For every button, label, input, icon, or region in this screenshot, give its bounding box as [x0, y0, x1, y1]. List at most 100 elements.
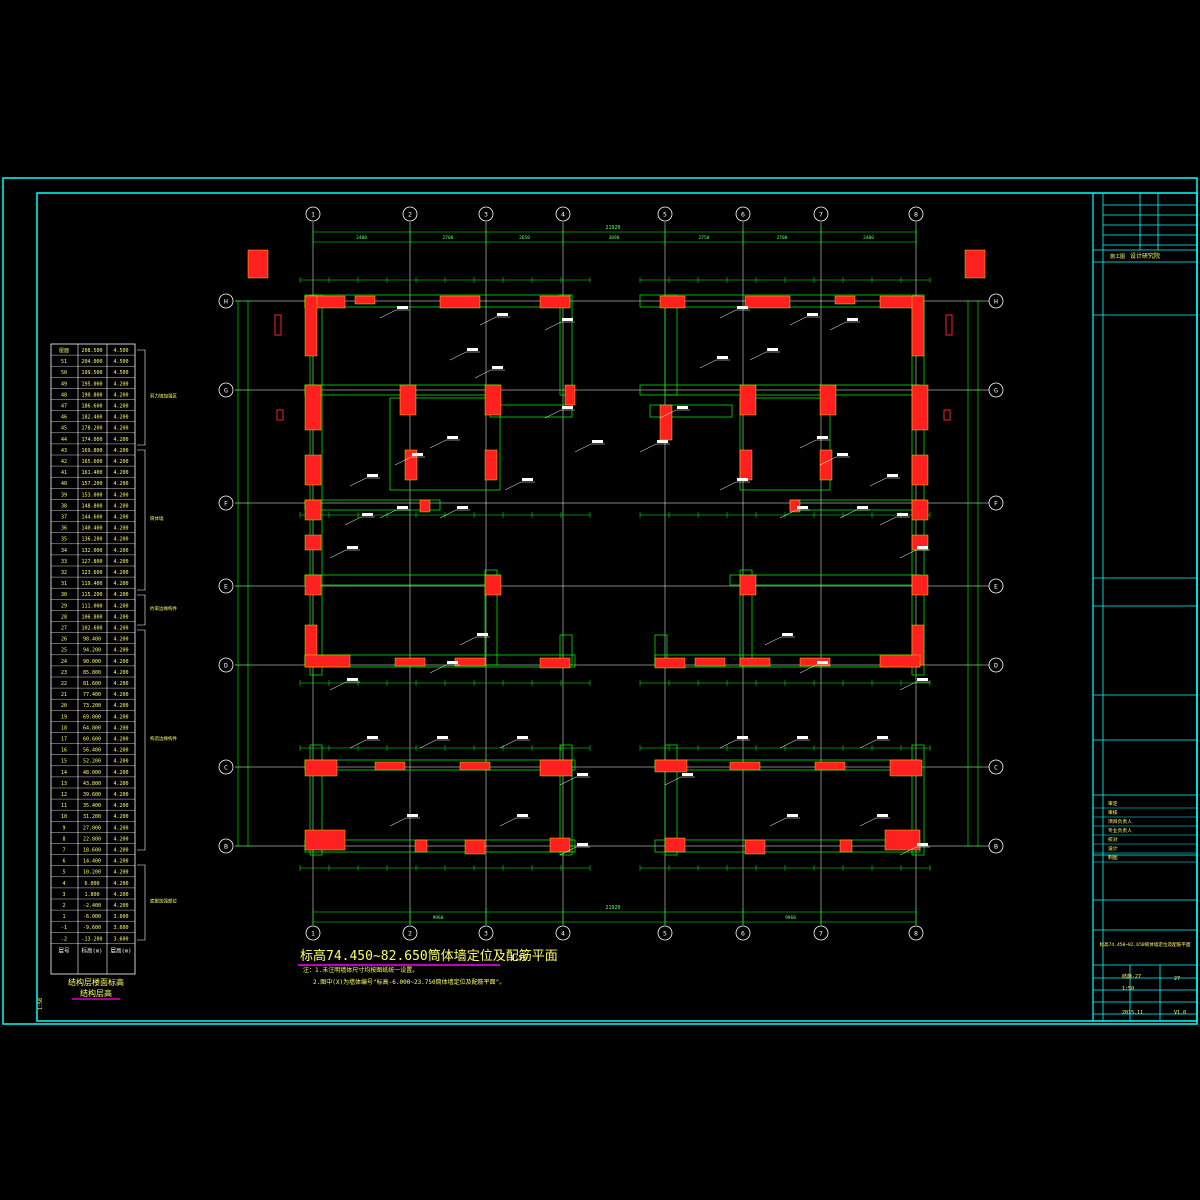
floor-table-cell: 31 — [61, 581, 67, 587]
floor-table-cell: 14 — [61, 770, 67, 776]
floor-table-cell: 12 — [61, 792, 67, 798]
axis-label: F — [224, 500, 228, 508]
axis-bubble — [988, 578, 1004, 594]
floor-table-cell: 186.600 — [81, 404, 102, 410]
floor-table-cell: 4.200 — [113, 836, 128, 842]
floor-table-cell: 13 — [61, 781, 67, 787]
floor-table-cell: 119.400 — [81, 581, 102, 587]
floor-table-cell: 4.200 — [113, 659, 128, 665]
floor-table-cell: 127.800 — [81, 559, 102, 565]
drawing-scale: 1:50 — [510, 954, 527, 962]
floor-table-cell: 136.200 — [81, 537, 102, 543]
floor-table-cell: 140.400 — [81, 526, 102, 532]
floor-table-cell: 50 — [61, 370, 67, 376]
floor-table-cell: 32 — [61, 570, 67, 576]
floor-table-cell: 132.000 — [81, 548, 102, 554]
axis-label: 7 — [819, 930, 823, 938]
title-block-scale: 1:50 — [1122, 986, 1134, 992]
floor-table-cell: 46 — [61, 415, 67, 421]
floor-table-cell: 51 — [61, 359, 67, 365]
floor-table-cell: 4.200 — [113, 737, 128, 743]
axis-label: H — [224, 298, 228, 306]
top-dimension: 2750 — [699, 235, 710, 241]
floor-table-cell: 25 — [61, 648, 67, 654]
note-line-2: 2.图中(X)为墙体编号"标高-6.000~23.750筒体墙定位及配筋平面"。 — [313, 978, 505, 986]
floor-table-cell: 102.600 — [81, 626, 102, 632]
axis-bubble — [988, 838, 1004, 854]
axis-label: 5 — [663, 930, 667, 938]
floor-table-cell: 11 — [61, 803, 67, 809]
title-block-stage: 施工图 — [1110, 253, 1125, 260]
floor-table-cell: 4.200 — [113, 870, 128, 876]
floor-table-cell: 4.200 — [113, 670, 128, 676]
floor-table-cell: 38 — [61, 503, 67, 509]
floor-table-cell: 4.200 — [113, 770, 128, 776]
axis-bubble — [988, 293, 1004, 309]
floor-table-cell: 6.000 — [84, 881, 99, 887]
floor-table-cell: 4.200 — [113, 814, 128, 820]
axis-label: C — [994, 764, 998, 772]
axis-bubble — [218, 759, 234, 775]
axis-label: 4 — [561, 930, 565, 938]
floor-table-cell: 23 — [61, 670, 67, 676]
floor-table-cell: 24 — [61, 659, 67, 665]
floor-table-cell: 40 — [61, 481, 67, 487]
floor-table-cell: 42 — [61, 459, 67, 465]
floor-table-cell: 22.800 — [83, 836, 101, 842]
top-dimension: 2700 — [443, 235, 454, 241]
floor-table-cell: 157.200 — [81, 481, 102, 487]
floor-table-cell: 4.200 — [113, 825, 128, 831]
floor-table-cell: 43.800 — [83, 781, 101, 787]
floor-table-cell: -2.400 — [83, 903, 101, 909]
floor-table-cell: -9.600 — [83, 925, 101, 931]
floor-table-cell: 4.200 — [113, 492, 128, 498]
floor-table-cell: 28 — [61, 614, 67, 620]
floor-table-cell: 21 — [61, 692, 67, 698]
axis-label: 4 — [561, 211, 565, 219]
floor-table-cell: 174.000 — [81, 437, 102, 443]
title-block-field: 制图 — [1108, 854, 1118, 861]
floor-table-cell: 208.500 — [81, 348, 102, 354]
bottom-dimension: 9960 — [433, 915, 444, 921]
floor-table-cell: 4.200 — [113, 381, 128, 387]
floor-table-cell: 4.200 — [113, 725, 128, 731]
floor-table-cell: 6 — [62, 859, 65, 865]
floor-table-cell: 41 — [61, 470, 67, 476]
floor-table-cell: 204.000 — [81, 359, 102, 365]
floor-table-cell: 4.500 — [113, 370, 128, 376]
axis-label: 1 — [311, 211, 315, 219]
title-block-drawing-name: 标高74.450~82.650筒体墙定位及配筋平面 — [1099, 941, 1190, 948]
axis-bubble — [988, 657, 1004, 673]
floor-table-cell: 4.200 — [113, 692, 128, 698]
axis-label: B — [224, 843, 228, 851]
floor-table-cell: 4.200 — [113, 404, 128, 410]
floor-table-cell: 4.200 — [113, 503, 128, 509]
floor-table-cell: 15 — [61, 759, 67, 765]
floor-table-cell: 90.000 — [83, 659, 101, 665]
title-block-version: V1.0 — [1174, 1010, 1186, 1016]
floor-table-cell: 1.800 — [84, 892, 99, 898]
floor-table-cell: 161.400 — [81, 470, 102, 476]
bottom-dimension: 9960 — [785, 915, 796, 921]
axis-bubble — [218, 838, 234, 854]
drawing-title: 标高74.450~82.650筒体墙定位及配筋平面 — [300, 948, 558, 964]
note-line-1: 注：1.未注明墙体尺寸均按图纸统一设置。 — [303, 966, 418, 974]
axis-label: D — [994, 662, 998, 670]
floor-table-cell: 85.800 — [83, 670, 101, 676]
axis-label: 5 — [663, 211, 667, 219]
floor-table-cell: 4.200 — [113, 448, 128, 454]
axis-bubble — [218, 495, 234, 511]
title-block-field: 设计 — [1108, 845, 1118, 852]
floor-table-cell: 4.200 — [113, 392, 128, 398]
floor-table-cell: 4.200 — [113, 581, 128, 587]
axis-bubble — [218, 293, 234, 309]
floor-table-cell: 27 — [61, 626, 67, 632]
floor-table-cell: 98.400 — [83, 637, 101, 643]
floor-table-cell: 29 — [61, 603, 67, 609]
floor-table-cell: 4 — [62, 881, 65, 887]
floor-table-cell: 39 — [61, 492, 67, 498]
floor-table-cell: 31.200 — [83, 814, 101, 820]
floor-table-cell: 4.500 — [113, 348, 128, 354]
